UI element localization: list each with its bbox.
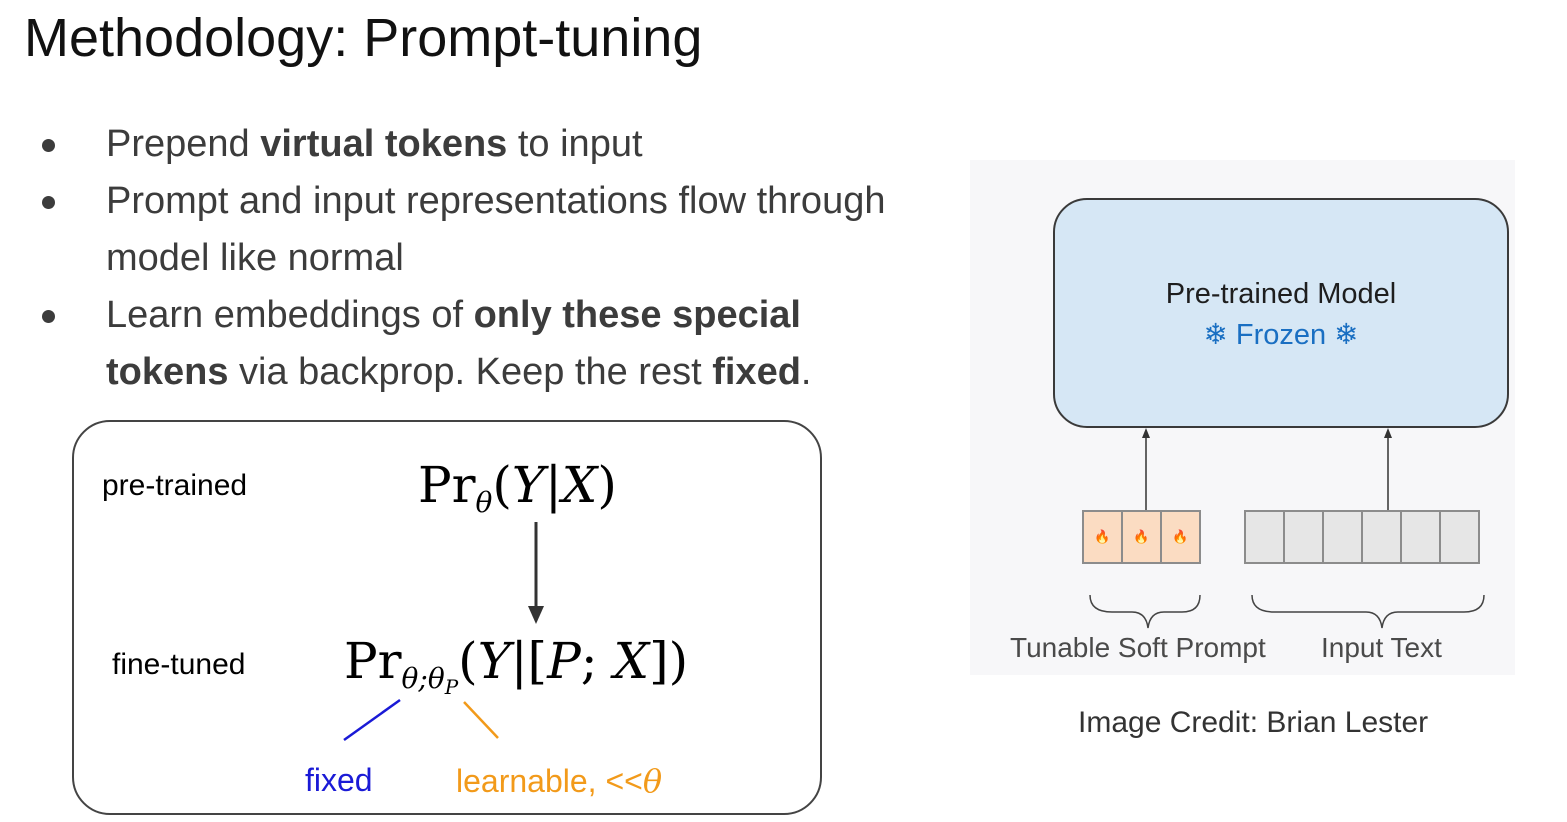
pretrained-model-box: Pre-trained Model ❄ Frozen ❄ (1053, 198, 1509, 428)
pretrained-formula: Prθ(Y|X) (418, 456, 617, 519)
bullet-text-part: to input (507, 123, 643, 165)
input-token (1400, 510, 1441, 564)
fixed-annotation: fixed (305, 762, 373, 798)
arrow-head-icon (1384, 428, 1392, 438)
soft-prompt-label: Tunable Soft Prompt (1010, 632, 1266, 663)
learnable-text: learnable, << (456, 763, 643, 799)
input-brace-icon (1251, 594, 1485, 629)
bullet-text-bold: virtual tokens (260, 123, 508, 165)
finetuned-label: fine-tuned (112, 648, 246, 681)
fire-icon: 🔥 (1160, 510, 1201, 564)
input-token (1439, 510, 1480, 564)
model-title: Pre-trained Model (1165, 278, 1397, 310)
bullet-item: Prompt and input representations flow th… (38, 173, 898, 287)
bullet-list: Prepend virtual tokens to input Prompt a… (38, 116, 898, 401)
bullet-dot-icon (42, 139, 55, 152)
arrow-head-icon (1142, 428, 1150, 438)
learnable-pointer-line (463, 701, 499, 739)
bullet-text-part: . (800, 351, 812, 393)
bullet-item: Prepend virtual tokens to input (38, 116, 898, 173)
bullet-dot-icon (42, 310, 55, 323)
image-credit: Image Credit: Brian Lester (1078, 706, 1429, 739)
bullet-text-part: via backprop. Keep the rest (228, 351, 713, 393)
bullet-item: Learn embeddings of only these special t… (38, 287, 898, 401)
input-text-tokens (1244, 510, 1480, 564)
soft-prompt-brace-icon (1089, 594, 1201, 629)
fire-icon: 🔥 (1082, 510, 1123, 564)
input-token (1283, 510, 1324, 564)
formula-box: pre-trained fine-tuned Prθ(Y|X) Prθ;θP(Y… (72, 420, 822, 815)
fixed-pointer-line (343, 698, 401, 742)
bullet-text-part: Prepend (106, 123, 261, 165)
bullet-text-bold: only these special tokens (106, 294, 801, 393)
soft-prompt-tokens: 🔥 🔥 🔥 (1082, 510, 1201, 564)
input-token (1244, 510, 1285, 564)
bullet-text-part: Prompt and input representations flow th… (106, 180, 886, 279)
pretrained-label: pre-trained (102, 469, 248, 502)
arrow-head-icon (528, 606, 544, 624)
bullet-text-part: Learn embeddings of (106, 294, 474, 336)
formula-arrows (343, 522, 544, 742)
slide-title: Methodology: Prompt-tuning (24, 8, 703, 68)
input-token (1361, 510, 1402, 564)
prompt-tuning-figure: Pre-trained Model ❄ Frozen ❄ 🔥 🔥 🔥 Tunab… (970, 160, 1515, 675)
finetuned-formula: Prθ;θP(Y|[P; X]) (344, 632, 689, 699)
input-text-label: Input Text (1321, 632, 1442, 663)
bullet-text-bold: fixed (712, 351, 801, 393)
theta-symbol: θ (642, 762, 663, 800)
learnable-annotation: learnable, <<θ (456, 762, 662, 800)
frozen-label: ❄ Frozen ❄ (1203, 319, 1359, 351)
bullet-dot-icon (42, 196, 55, 209)
figure-arrows (1089, 428, 1485, 629)
fire-icon: 🔥 (1121, 510, 1162, 564)
input-token (1322, 510, 1363, 564)
